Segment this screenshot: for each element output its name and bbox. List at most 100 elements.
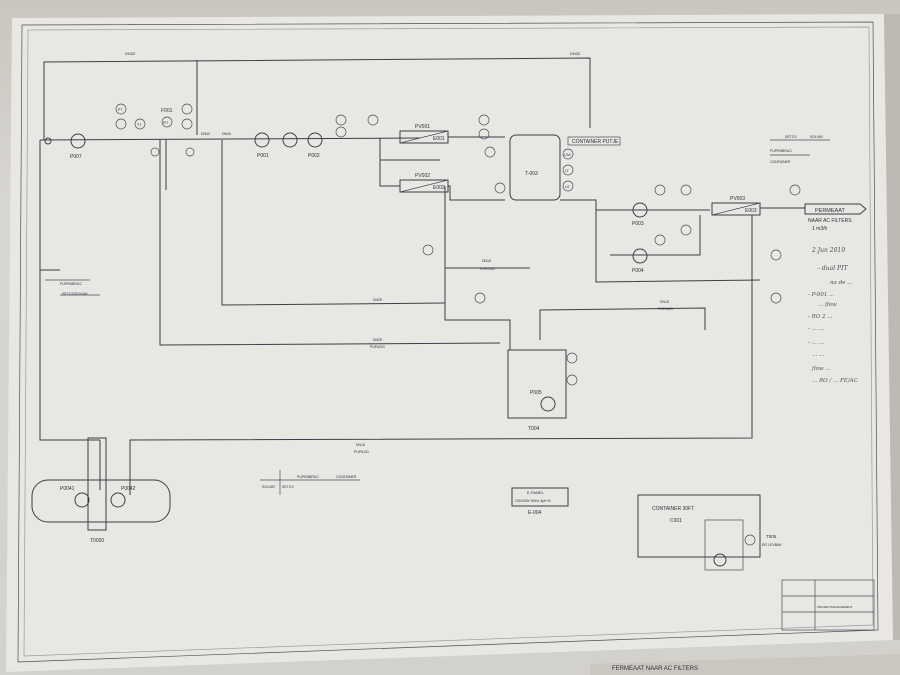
svg-text:- RO 2 ...: - RO 2 ... — [808, 314, 833, 320]
setcs-solvay-left: SETCS/SOLVAY — [62, 292, 89, 296]
paper-shadow — [884, 14, 900, 640]
pump-p003 — [632, 202, 648, 218]
instr-lt-1 — [562, 164, 574, 176]
bottom-strip-label: FERMEAAT NAAR AC FILTERS — [612, 666, 698, 672]
tank-t005 — [704, 519, 744, 571]
tank-t004-label: T004 — [528, 426, 540, 432]
pipe-exchanger-drop — [444, 186, 511, 350]
instr-tsa-2 — [474, 292, 486, 304]
line-pupr-c: PUP#101 — [354, 450, 369, 454]
instr-pit-11 — [770, 249, 782, 261]
valve-motor-2 — [185, 147, 195, 157]
line-dn15-b: DN15 — [660, 300, 669, 304]
pipe-p004-line — [610, 215, 701, 256]
top-line-label: DN32 — [125, 51, 136, 56]
instr-label-lt: LT — [565, 169, 570, 173]
svg-text:- dual PIT: - dual PIT — [818, 265, 848, 272]
solvay-center: SOLVAY — [262, 485, 276, 489]
naar-ac-label: NAAR AC FILTERS — [808, 218, 852, 224]
permeaat-label: PERMEAAT — [815, 208, 845, 214]
instr-label-lsa: LSA — [564, 153, 571, 157]
container-center: CONTAINER — [336, 475, 357, 479]
svg-text:- P-001 ...: - P-001 ... — [808, 292, 835, 298]
svg-text:na de ...: na de ... — [830, 280, 853, 286]
pump-p004-label: P004 — [632, 268, 644, 274]
pupenbruc-left: PUPENBRUC — [60, 282, 82, 286]
permeaat-arrow — [804, 203, 867, 215]
instr-label-pit: PIT — [163, 121, 169, 125]
epanel-box — [511, 487, 569, 507]
pump-p0041 — [74, 492, 90, 508]
pupenbruc-center: PUPENBRUC — [297, 475, 319, 479]
pipe-to-pv — [379, 138, 400, 187]
exchanger-e002-diag — [399, 179, 449, 193]
container-30ft — [637, 494, 761, 558]
pipe-pv2-out — [448, 185, 505, 201]
pv002-label: PV002 — [415, 173, 430, 179]
pupenbruc-label: PUPENBRUC — [770, 149, 792, 153]
pv001-label: PV001 — [415, 124, 430, 130]
pump-p001b — [282, 132, 298, 148]
pump-p004 — [632, 248, 648, 264]
svg-text:flow ...: flow ... — [811, 366, 831, 372]
pipe-e003-drop — [129, 215, 753, 495]
line-pupr-b: PUP#101 — [658, 307, 673, 311]
instr-pit-12 — [422, 244, 434, 256]
svg-text:- ... ...: - ... ... — [808, 326, 824, 332]
instr-ls-2 — [484, 146, 496, 158]
e003-label: E003 — [745, 208, 757, 214]
instr-pit-6 — [478, 128, 490, 140]
instr-lsa-3 — [566, 374, 578, 386]
line-dn15-c: DN15 — [356, 443, 365, 447]
tank-t005-sub: RO LEVBAK — [762, 543, 783, 547]
setcs-center: SETCS — [282, 485, 294, 489]
svg-text:- ... ...: - ... ... — [808, 340, 824, 346]
instr-pt-4 — [335, 126, 347, 138]
pump-p0041-label: P0041 — [60, 486, 75, 492]
instr-pit-2 — [181, 103, 193, 115]
pipe-t003-out — [560, 199, 761, 283]
pump-p003-label: P003 — [632, 221, 644, 227]
tank-t020 — [31, 479, 171, 523]
pump-p005-label: P005 — [530, 390, 542, 396]
pump-p007 — [70, 133, 86, 149]
instr-lsa-1 — [562, 148, 574, 160]
epanel-tag: E-004 — [528, 510, 542, 516]
pipe-left-down2 — [39, 270, 100, 441]
svg-text:2 Jun 2019: 2 Jun 2019 — [811, 247, 845, 254]
pv003-label: PV003 — [730, 196, 745, 202]
svg-text:... ...: ... ... — [812, 352, 824, 358]
line-pupr-a: PUP#101 — [480, 267, 495, 271]
epanel-spec: 230/400V 50Hz 3ph+N — [515, 499, 551, 503]
container-putje: CONTAINER PUTJE — [572, 139, 619, 145]
instr-pit-4 — [367, 114, 379, 126]
container-label-top: CONTAINER — [770, 160, 791, 164]
pipe-main-header — [39, 137, 421, 141]
svg-text:... flow: ... flow — [818, 302, 837, 308]
top-line-label-right: DN32 — [570, 51, 581, 56]
line-dn25-b: DN25 — [373, 338, 382, 342]
tank-t004 — [507, 349, 567, 419]
handwritten-notes: 2 Jun 2019 - dual PIT na de ... - P-001 … — [808, 247, 859, 384]
tank-t003-label: T-003 — [525, 171, 538, 177]
pump-p001-label: P001 — [257, 153, 269, 159]
exchanger-e003-diag — [711, 202, 761, 216]
pump-p002-label: P002 — [308, 153, 320, 159]
tank-t020-sump — [87, 437, 107, 531]
pump-p0042-label: P0042 — [121, 486, 136, 492]
bottom-strip — [590, 654, 900, 675]
instr-pit-8 — [680, 184, 692, 196]
line-dn40-a: DN40 — [201, 132, 210, 136]
solvay-label: SOLVAY — [810, 135, 824, 139]
exchanger-e001-diag — [399, 130, 449, 144]
instr-pit-9 — [680, 224, 692, 236]
instr-pt-3 — [335, 114, 347, 126]
pump-p007-label: P007 — [70, 154, 82, 160]
pipe-drop-222 — [221, 140, 446, 306]
supplier-line-left — [45, 279, 100, 296]
line-dn25-a: DN25 — [373, 298, 382, 302]
e001-label: E001 — [433, 136, 445, 142]
pump-p001 — [254, 132, 270, 148]
